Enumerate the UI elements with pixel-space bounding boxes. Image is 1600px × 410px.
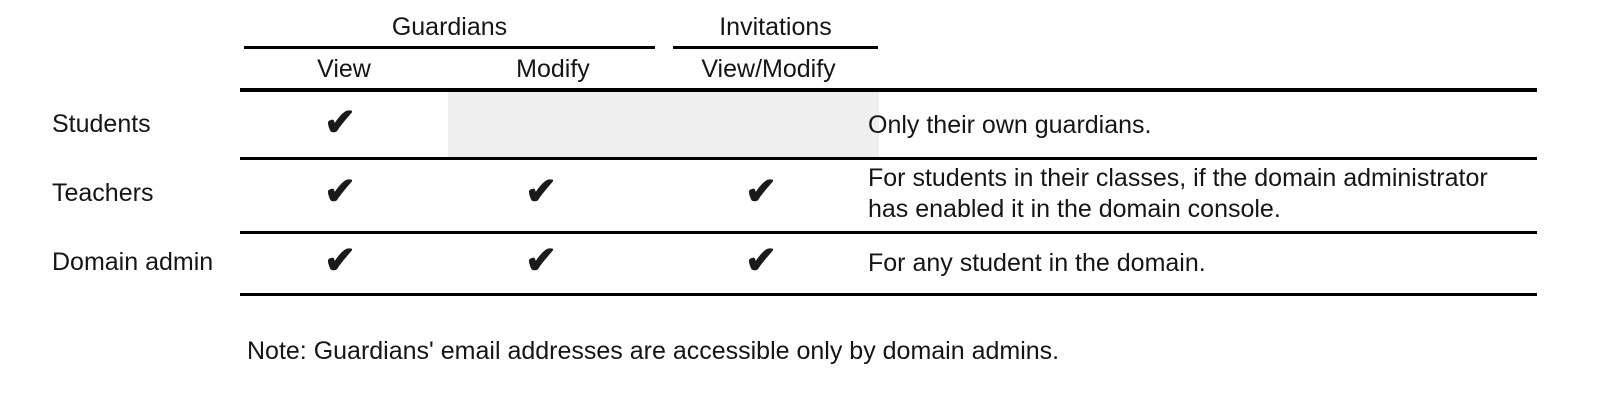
description-line: has enabled it in the domain console. [868, 195, 1281, 223]
description-line: For any student in the domain. [868, 249, 1206, 277]
table-rule-bottom [240, 293, 1537, 296]
table-footnote: Note: Guardians' email addresses are acc… [247, 337, 1060, 365]
description-line: Only their own guardians. [868, 111, 1152, 139]
checkmark-icon-teachers-guardians-view: ✔ [324, 171, 356, 213]
column-header-view: View [317, 55, 371, 83]
column-group-header-invitations: Invitations [719, 13, 832, 41]
row-label-students: Students [52, 110, 151, 138]
checkmark-icon-domain-admin-guardians-modify: ✔ [525, 240, 557, 282]
column-header-modify: Modify [516, 55, 590, 83]
group-rule-invitations [673, 46, 878, 49]
checkmark-icon-students-guardians-view: ✔ [324, 102, 356, 144]
checkmark-icon-domain-admin-invitations-view-modify: ✔ [745, 240, 777, 282]
table-rule-top [240, 88, 1537, 92]
row-description-students: Only their own guardians. [868, 110, 1518, 141]
row-description-teachers: For students in their classes, if the do… [868, 163, 1518, 225]
checkmark-icon-teachers-guardians-modify: ✔ [525, 171, 557, 213]
cell-students-not-applicable-shaded [448, 92, 879, 157]
column-group-header-guardians: Guardians [391, 13, 508, 41]
table-rule-after-teachers [240, 231, 1537, 234]
group-rule-guardians [244, 46, 655, 49]
row-description-domain-admin: For any student in the domain. [868, 248, 1518, 279]
checkmark-icon-domain-admin-guardians-view: ✔ [324, 240, 356, 282]
column-header-view-modify: View/Modify [701, 55, 836, 83]
row-label-domain-admin: Domain admin [52, 248, 214, 276]
checkmark-icon-teachers-invitations-view-modify: ✔ [745, 171, 777, 213]
description-line: For students in their classes, if the do… [868, 164, 1488, 192]
row-label-teachers: Teachers [52, 179, 154, 207]
table-rule-after-students [240, 157, 1537, 160]
